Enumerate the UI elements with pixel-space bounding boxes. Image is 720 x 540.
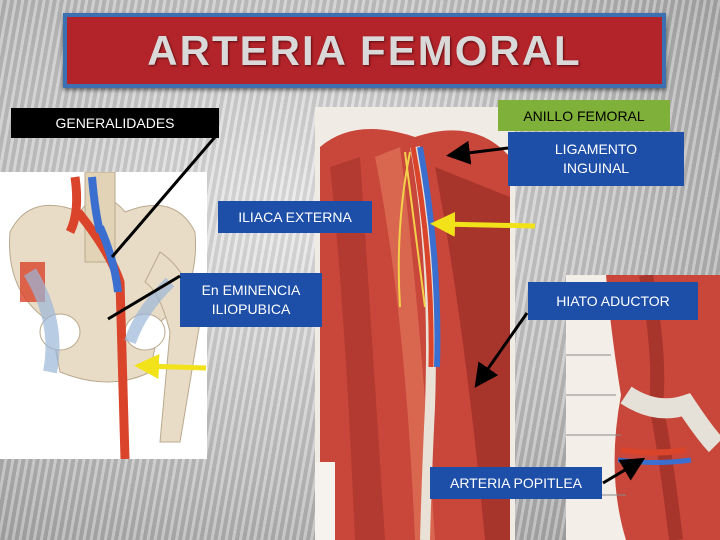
arteria-poplitea-label: ARTERIA POPITLEA [430,467,602,499]
eminencia-iliopubica-label: En EMINENCIA ILIOPUBICA [180,273,322,327]
ligamento-inguinal-label: LIGAMENTO INGUINAL [508,132,684,186]
eminencia-text-line2: ILIOPUBICA [211,301,291,317]
arteria-poplitea-text: ARTERIA POPITLEA [449,474,582,491]
title-banner: ARTERIA FEMORAL [63,13,666,88]
eminencia-text-line1: En EMINENCIA [201,282,301,299]
generalidades-label: GENERALIDADES [11,108,219,138]
anillo-femoral-label: ANILLO FEMORAL [498,100,670,131]
ligamento-text-line1: LIGAMENTO [554,141,638,158]
hiato-aductor-label: HIATO ADUCTOR [528,282,698,320]
slide-title: ARTERIA FEMORAL [147,26,582,74]
anillo-femoral-text: ANILLO FEMORAL [523,107,645,124]
ligamento-text-line2: INGUINAL [562,160,630,176]
hiato-aductor-text: HIATO ADUCTOR [556,292,670,309]
generalidades-text: GENERALIDADES [55,115,175,131]
iliaca-externa-text: ILIACA EXTERNA [238,208,352,225]
pelvis-illustration [0,172,207,459]
iliaca-externa-label: ILIACA EXTERNA [218,201,372,233]
